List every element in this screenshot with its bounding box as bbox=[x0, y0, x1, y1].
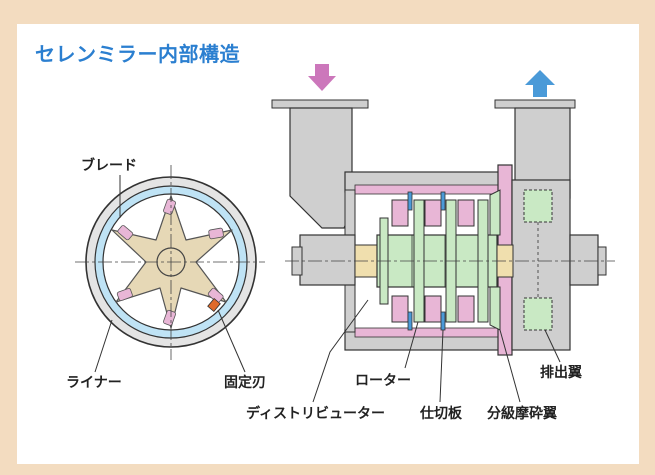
leader-classifier bbox=[499, 329, 521, 403]
partition-plate bbox=[407, 191, 413, 211]
rotor-blade bbox=[424, 295, 442, 323]
fixed-blade-mark bbox=[207, 298, 221, 312]
blade-tips bbox=[116, 198, 224, 326]
diagram-title: セレンミラー内部構造 bbox=[35, 42, 240, 66]
partition-plate bbox=[407, 311, 413, 331]
inlet-hopper bbox=[289, 107, 353, 229]
rotor-blade bbox=[457, 199, 475, 227]
classifier-blade-bottom bbox=[489, 286, 501, 331]
liner-bottom bbox=[354, 327, 501, 338]
arrow-up-icon bbox=[525, 70, 555, 97]
outlet-flange bbox=[494, 99, 576, 109]
rotor-blade bbox=[391, 199, 409, 227]
partition-plate bbox=[440, 311, 446, 331]
shaft-right bbox=[569, 234, 599, 286]
classifier-blade-top bbox=[489, 189, 501, 236]
rotor-blade bbox=[424, 199, 442, 227]
liner-top bbox=[354, 184, 501, 195]
exhaust-vane-top bbox=[523, 189, 553, 223]
label-distributor: ディストリビューター bbox=[246, 406, 386, 422]
cross-section bbox=[75, 165, 265, 373]
rotor-blade bbox=[457, 295, 475, 323]
partition-plate bbox=[440, 191, 446, 211]
label-blade: ブレード bbox=[81, 158, 137, 174]
label-classifier: 分級摩砕翼 bbox=[487, 406, 557, 422]
longitudinal-section bbox=[271, 64, 615, 403]
leader-exhaust-vane bbox=[544, 329, 561, 363]
leader-liner bbox=[94, 319, 113, 373]
leader-fixed-blade bbox=[217, 309, 246, 373]
label-exhaust-vane: 排出翼 bbox=[540, 365, 582, 381]
leader-partition bbox=[439, 329, 444, 403]
leader-rotor bbox=[404, 321, 419, 369]
rotor-blades bbox=[391, 199, 475, 323]
label-rotor: ローター bbox=[355, 373, 411, 389]
shaft-left bbox=[299, 234, 356, 286]
label-partition: 仕切板 bbox=[420, 406, 462, 422]
label-fixed-blade: 固定刃 bbox=[224, 375, 266, 391]
arrow-down-icon bbox=[308, 64, 336, 91]
leader-distributor bbox=[312, 299, 369, 403]
exhaust-vane-bottom bbox=[523, 297, 553, 331]
label-liner: ライナー bbox=[66, 375, 122, 391]
rotor-blade bbox=[391, 295, 409, 323]
inlet-flange bbox=[271, 99, 369, 109]
